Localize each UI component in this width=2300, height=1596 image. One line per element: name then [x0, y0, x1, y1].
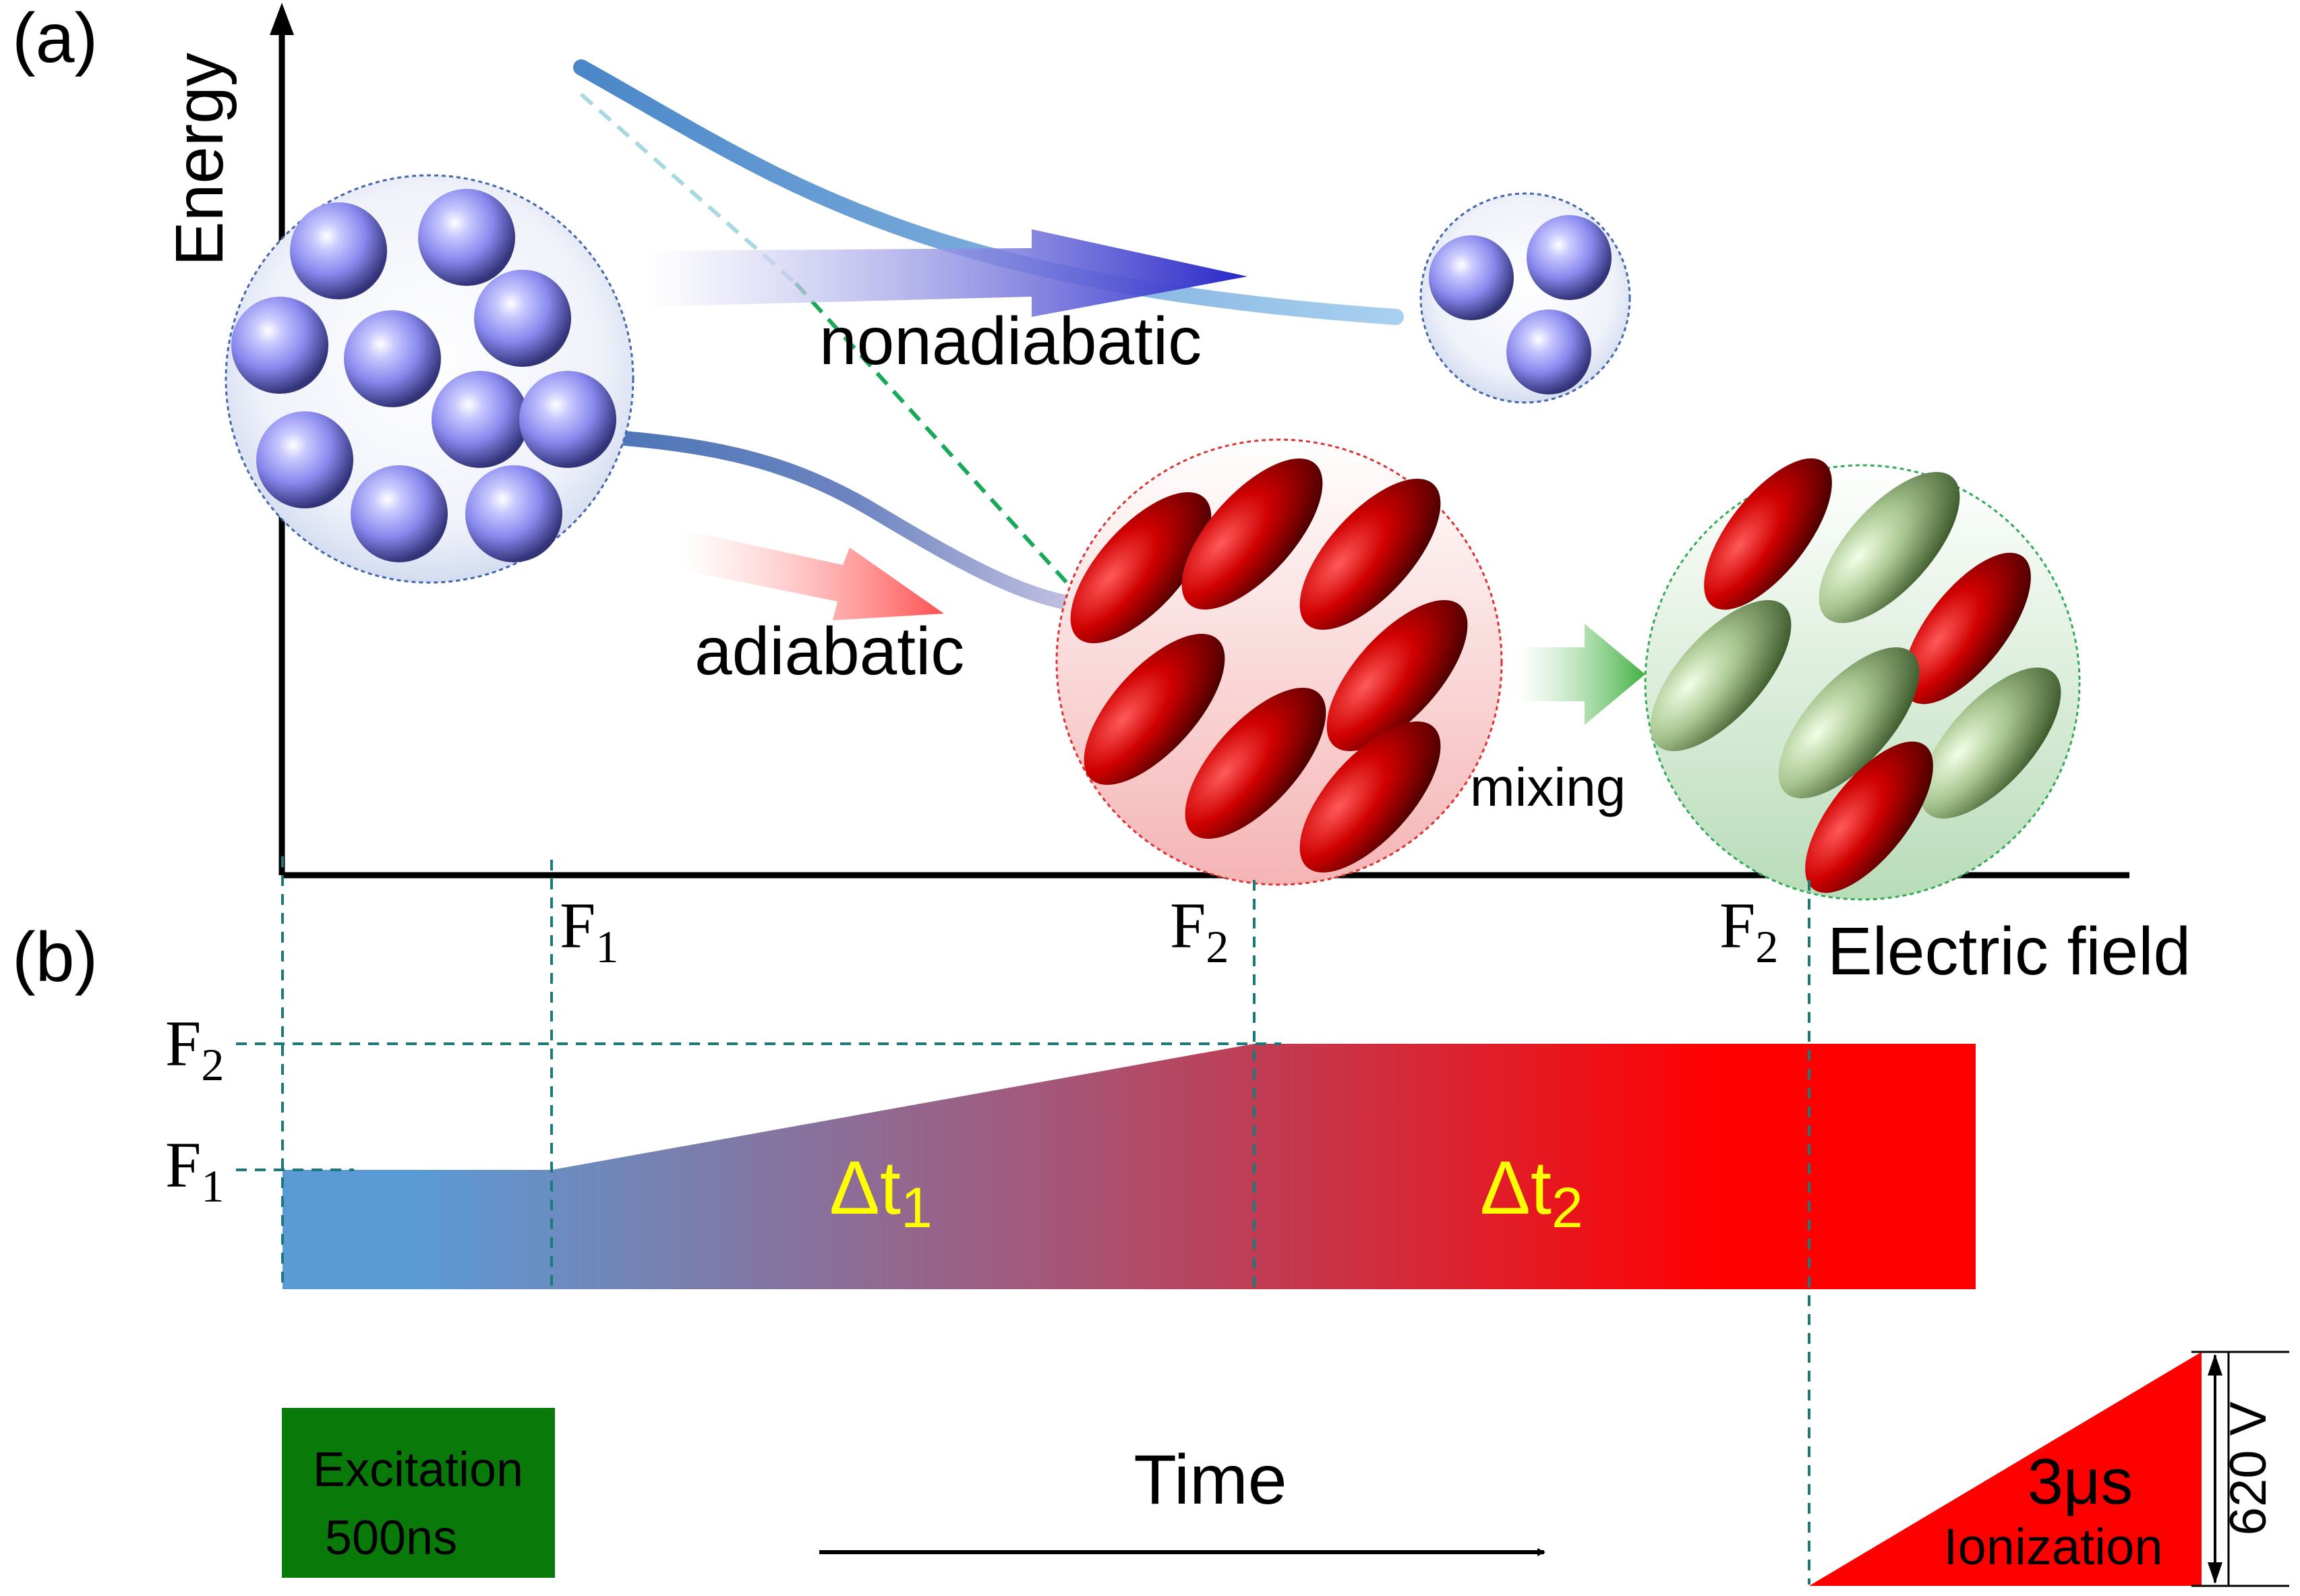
red-ellipsoid [1704, 458, 1832, 610]
mixing-label: mixing [1470, 757, 1626, 817]
atom-sphere [465, 465, 562, 562]
time-label: Time [1133, 1441, 1287, 1519]
field-marker-f2-second: F2 [1719, 889, 1778, 972]
red-ellipsoid [1299, 721, 1441, 873]
arrow-up-icon [2208, 1354, 2222, 1376]
nonadiabatic-arrow [647, 229, 1247, 317]
ionization-pulse: 3μs Ionization 620 V [1809, 1351, 2289, 1587]
adiabatic-label: adiabatic [695, 614, 964, 689]
arrow-down-icon [2208, 1562, 2222, 1584]
atom-sphere [344, 310, 441, 407]
green-ellipsoid [1819, 471, 1960, 624]
mixed-molecule-cluster [1644, 458, 2081, 901]
y-axis-arrow-icon [270, 3, 294, 35]
y-axis-label: Energy [162, 53, 237, 266]
atom-sphere [1527, 215, 1612, 300]
initial-atom-cluster [225, 174, 635, 584]
atom-sphere [231, 297, 328, 394]
ionization-duration: 3μs [2028, 1446, 2133, 1518]
red-ellipsoid [1084, 633, 1225, 786]
adiabatic-arrow [681, 529, 944, 620]
field-ramp-profile [283, 1044, 1976, 1289]
red-ellipsoid [1326, 599, 1468, 752]
green-ellipsoid [1778, 647, 1920, 799]
red-ellipsoid [1181, 458, 1323, 610]
level-label-f1: F1 [165, 1129, 224, 1212]
field-marker-f2: F2 [1170, 889, 1229, 972]
atom-sphere [256, 411, 353, 508]
red-ellipsoid [1299, 478, 1441, 630]
atom-sphere [290, 202, 387, 299]
interval-label-dt2: Δt2 [1480, 1146, 1583, 1239]
atom-sphere [351, 465, 448, 562]
panel-b-label: (b) [12, 918, 98, 997]
excitation-label: Excitation [313, 1443, 523, 1497]
voltage-label: 620 V [2220, 1401, 2277, 1535]
panel-a-label: (a) [12, 0, 98, 78]
nonadiabatic-label: nonadiabatic [819, 303, 1202, 379]
adiabatic-molecule-cluster [1055, 438, 1503, 886]
guide-lines [236, 856, 1810, 1585]
mixing-arrow [1517, 624, 1645, 725]
x-axis-label: Electric field [1827, 914, 2191, 989]
excitation-pulse: Excitation 500ns [282, 1408, 555, 1578]
red-ellipsoid [1185, 687, 1326, 839]
green-ellipsoid [1650, 599, 1792, 752]
green-ellipsoid [1920, 667, 2061, 819]
atom-sphere [1429, 235, 1514, 320]
atom-sphere [1506, 309, 1591, 394]
atom-sphere [519, 371, 616, 468]
red-ellipsoid [1070, 492, 1212, 644]
ionization-label: Ionization [1943, 1518, 2162, 1576]
level-label-f2: F2 [165, 1007, 224, 1090]
excitation-duration: 500ns [325, 1511, 457, 1565]
red-ellipsoid [1903, 552, 2031, 705]
nonadiabatic-atom-cluster [1419, 192, 1631, 404]
nonadiabatic-curve [573, 59, 1404, 325]
atom-sphere [474, 270, 571, 367]
field-marker-f1: F1 [560, 889, 618, 972]
interval-label-dt1: Δt1 [829, 1146, 933, 1239]
atom-sphere [418, 189, 515, 286]
atom-sphere [432, 371, 529, 468]
adiabatic-curve [498, 424, 1100, 614]
red-ellipsoid [1805, 741, 1933, 893]
